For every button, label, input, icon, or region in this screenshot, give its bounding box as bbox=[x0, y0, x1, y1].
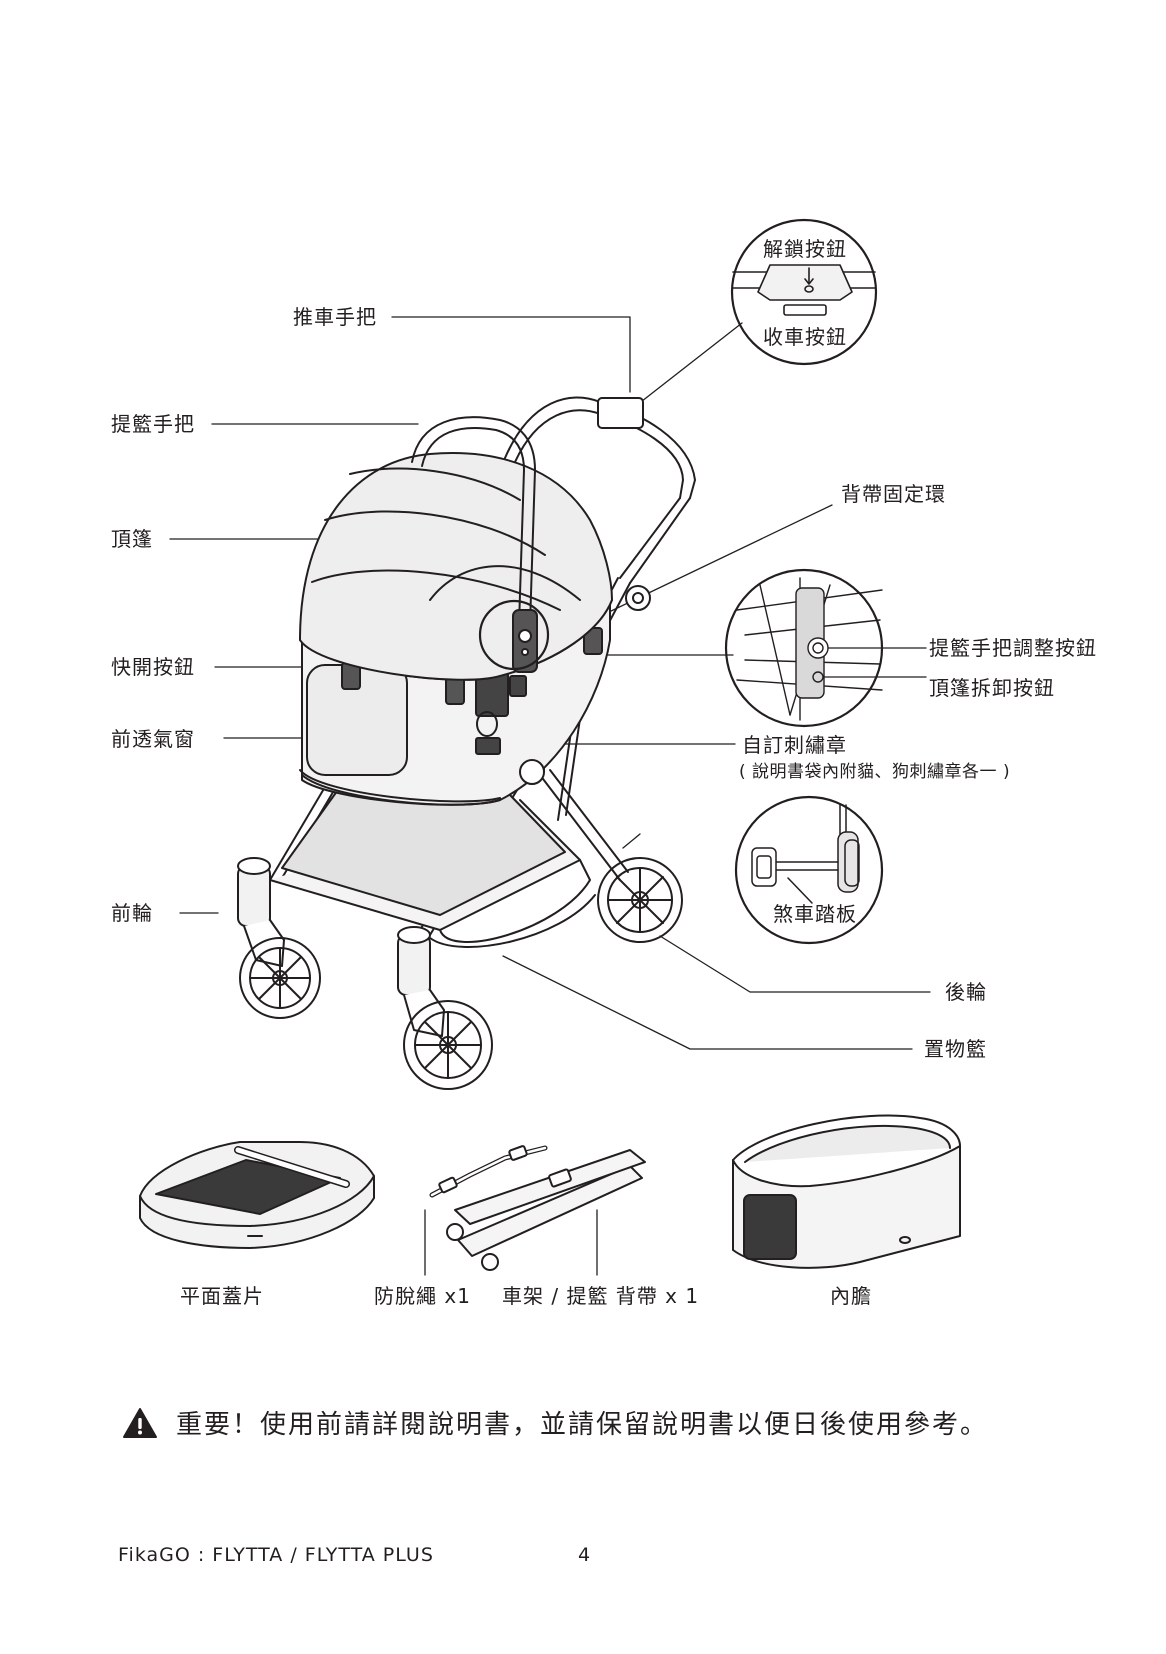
caption-flat-cover: 平面蓋片 bbox=[180, 1284, 264, 1308]
handle-adjust-detail bbox=[736, 577, 883, 721]
label-push-handle: 推車手把 bbox=[293, 305, 377, 329]
rear-wheel bbox=[597, 857, 683, 943]
carrier-handle bbox=[411, 416, 538, 673]
front-right-wheel bbox=[397, 926, 493, 1090]
label-fold-button: 收車按鈕 bbox=[763, 325, 847, 349]
strap-art bbox=[429, 1145, 646, 1271]
liner-art bbox=[732, 1114, 961, 1269]
label-quick-release: 快開按鈕 bbox=[111, 655, 195, 679]
label-rear-wheel: 後輪 bbox=[945, 980, 987, 1004]
flat-cover-art bbox=[139, 1141, 375, 1249]
label-front-wheel: 前輪 bbox=[111, 901, 153, 925]
brake-pedal-detail bbox=[751, 804, 860, 904]
label-front-vent: 前透氣窗 bbox=[111, 727, 195, 751]
handle-button-detail bbox=[732, 264, 876, 316]
warning-text: 重要！使用前請詳閱說明書，並請保留說明書以便日後使用參考。 bbox=[176, 1410, 989, 1440]
page-number: 4 bbox=[578, 1544, 592, 1566]
footer-product: FikaGO : FLYTTA / FLYTTA PLUS bbox=[118, 1544, 434, 1566]
label-unlock-button: 解鎖按鈕 bbox=[763, 237, 847, 261]
label-canopy-release: 頂篷拆卸按鈕 bbox=[929, 676, 1055, 700]
warning-triangle-icon bbox=[123, 1407, 157, 1438]
basket bbox=[269, 779, 596, 948]
caption-safety-leash: 防脫繩 x1 bbox=[374, 1284, 471, 1308]
label-carrier-handle: 提籃手把 bbox=[111, 412, 195, 436]
caption-shoulder-strap: 車架 / 提籃 背帶 x 1 bbox=[502, 1284, 700, 1308]
warning-notice: 重要！使用前請詳閱說明書，並請保留說明書以便日後使用參考。 bbox=[122, 1404, 988, 1441]
label-badge-note: ( 說明書袋內附貓、狗刺繡章各一 ) bbox=[739, 762, 1011, 782]
label-canopy: 頂篷 bbox=[111, 527, 153, 551]
canopy bbox=[299, 452, 613, 681]
caption-liner: 內膽 bbox=[830, 1284, 872, 1308]
front-left-wheel bbox=[237, 857, 321, 1019]
label-basket: 置物籃 bbox=[924, 1037, 987, 1061]
label-handle-adjust: 提籃手把調整按鈕 bbox=[929, 636, 1097, 660]
label-brake-pedal: 煞車踏板 bbox=[773, 902, 857, 926]
label-badge: 自訂刺繡章 bbox=[742, 733, 847, 757]
detail-circles bbox=[724, 218, 884, 945]
label-strap-ring: 背帶固定環 bbox=[841, 482, 946, 506]
